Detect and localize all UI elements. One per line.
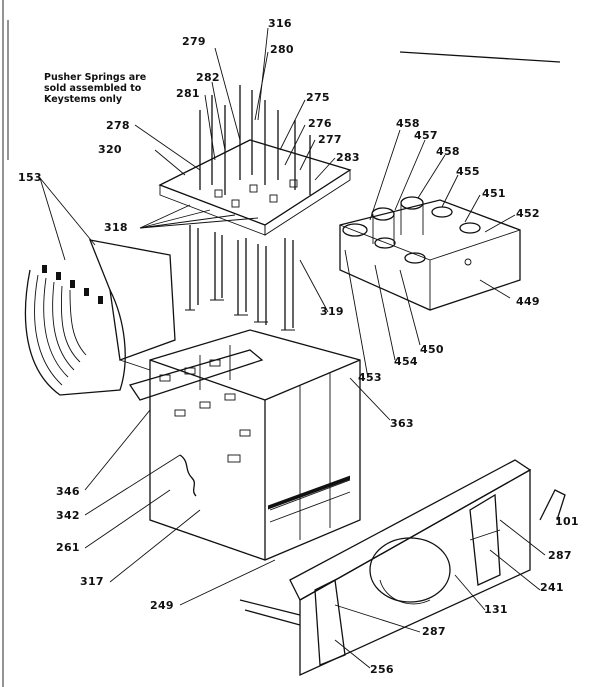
callout-101: 101 xyxy=(555,515,579,528)
callout-363: 363 xyxy=(390,417,414,430)
callout-452: 452 xyxy=(516,207,540,220)
callout-131: 131 xyxy=(484,603,508,616)
callout-454: 454 xyxy=(394,355,418,368)
callout-318: 318 xyxy=(104,221,128,234)
callout-458-second: 458 xyxy=(436,145,460,158)
callout-281: 281 xyxy=(176,87,200,100)
note-line-2: sold assembled to xyxy=(44,83,142,94)
leader-lines xyxy=(39,27,546,669)
switch-housing xyxy=(339,196,521,311)
callout-283: 283 xyxy=(336,151,360,164)
keystem-tray xyxy=(158,85,352,331)
callout-342: 342 xyxy=(56,509,80,522)
callout-249: 249 xyxy=(150,599,174,612)
callout-241: 241 xyxy=(540,581,564,594)
callout-458-top: 458 xyxy=(396,117,420,130)
callout-275: 275 xyxy=(306,91,330,104)
callout-153: 153 xyxy=(18,171,42,184)
callout-317: 317 xyxy=(80,575,104,588)
callout-261: 261 xyxy=(56,541,80,554)
callout-278: 278 xyxy=(106,119,130,132)
callout-277: 277 xyxy=(318,133,342,146)
note-line-1: Pusher Springs are xyxy=(44,72,147,83)
callout-316: 316 xyxy=(268,17,292,30)
callout-320: 320 xyxy=(98,143,122,156)
main-chassis xyxy=(128,329,361,561)
callout-282: 282 xyxy=(196,71,220,84)
callout-453: 453 xyxy=(358,371,382,384)
front-panel xyxy=(239,459,566,677)
callout-287-right: 287 xyxy=(548,549,572,562)
callout-319: 319 xyxy=(320,305,344,318)
callout-287-bottom: 287 xyxy=(422,625,446,638)
callout-449: 449 xyxy=(516,295,540,308)
callout-451: 451 xyxy=(482,187,506,200)
callout-450: 450 xyxy=(420,343,444,356)
callout-279: 279 xyxy=(182,35,206,48)
callout-276: 276 xyxy=(308,117,332,130)
callout-457: 457 xyxy=(414,129,438,142)
callout-280: 280 xyxy=(270,43,294,56)
callout-256: 256 xyxy=(370,663,394,676)
note-line-3: Keystems only xyxy=(44,94,123,105)
callout-346: 346 xyxy=(56,485,80,498)
pusher-spring-assembly xyxy=(24,239,176,396)
callout-455: 455 xyxy=(456,165,480,178)
pusher-springs-note: Pusher Springs are sold assembled to Key… xyxy=(44,72,164,105)
